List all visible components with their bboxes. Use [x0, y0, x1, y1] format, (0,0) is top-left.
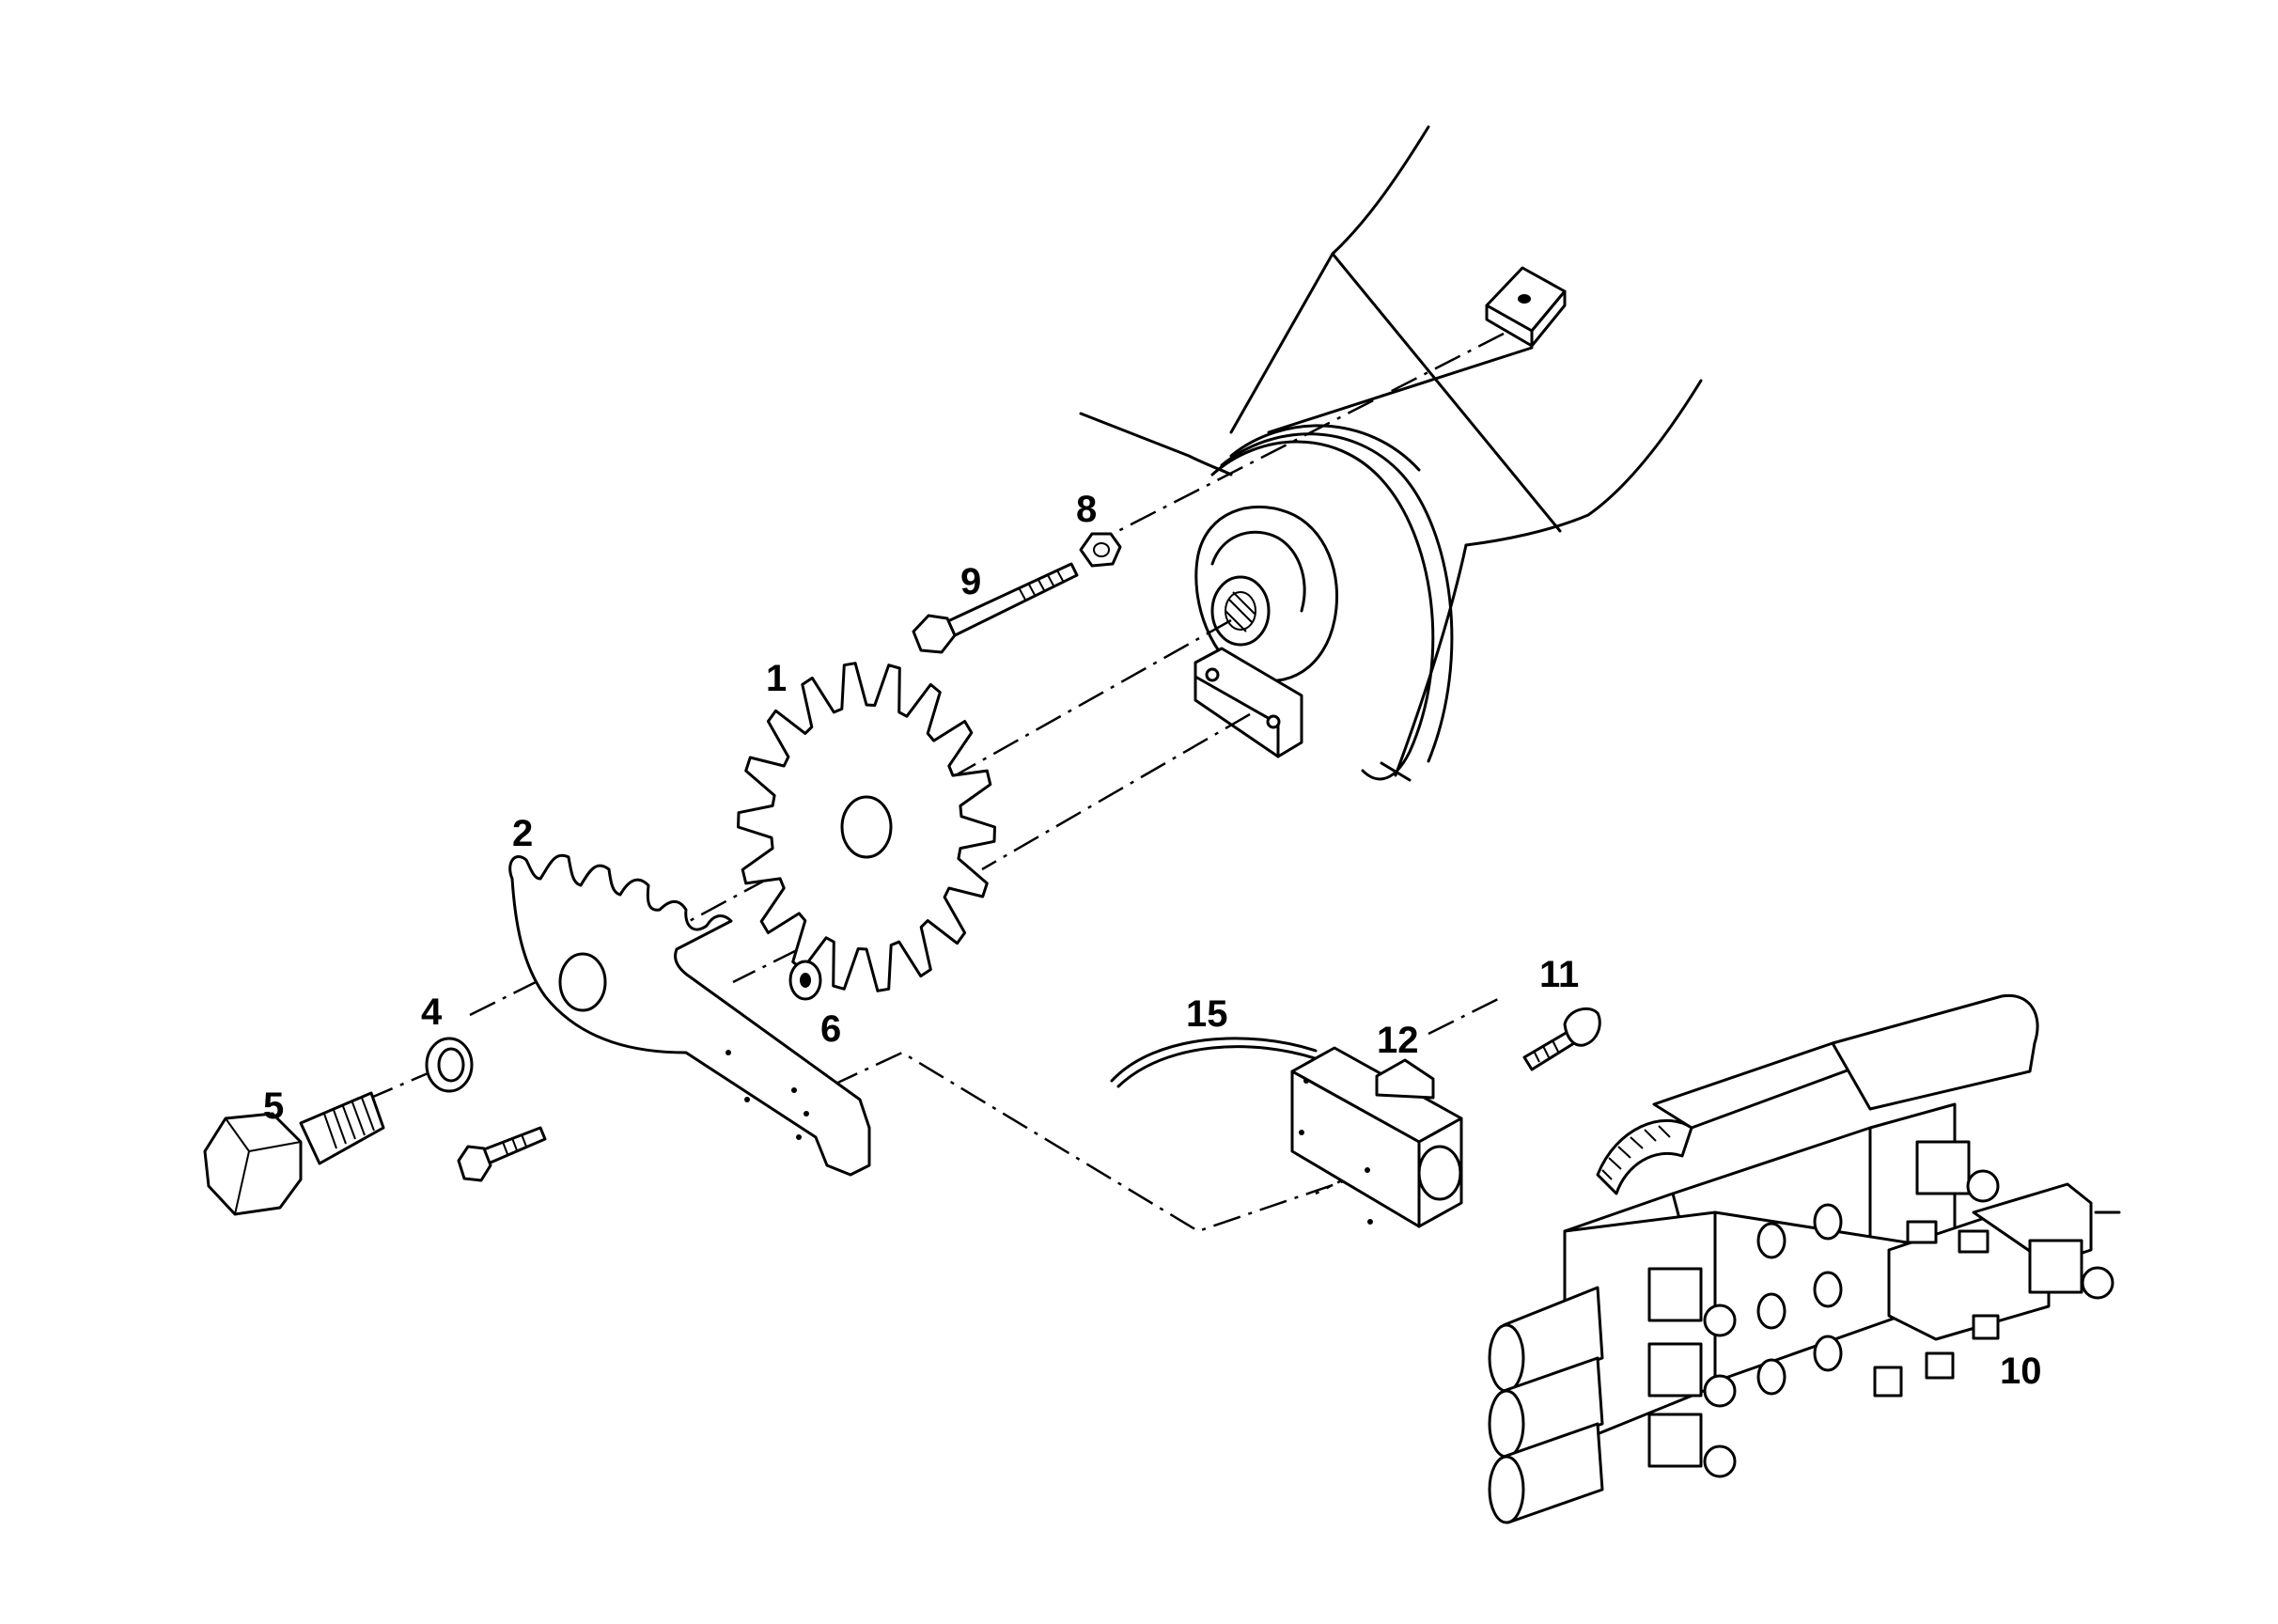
- callout-1: 1: [766, 658, 787, 699]
- callout-4: 4: [421, 992, 443, 1033]
- callout-10: 10: [2000, 1351, 2042, 1392]
- callout-9: 9: [960, 561, 981, 602]
- machine-arm-housing: [1079, 125, 1703, 782]
- callout-8: 8: [1076, 489, 1097, 530]
- sprocket-part-1: [737, 662, 996, 992]
- callout-15: 15: [1186, 993, 1228, 1035]
- toothed-plate-part-2: [508, 853, 871, 1177]
- solenoid-coils: [1488, 1286, 1604, 1524]
- washer-part-6: [788, 960, 822, 1001]
- callout-12: 12: [1377, 1020, 1419, 1061]
- valve-ports: [1756, 1203, 1843, 1396]
- hex-bolt-part-5: [203, 1091, 385, 1216]
- sensor-part-12: [1290, 1046, 1463, 1228]
- hydraulic-valve-part-10: [1488, 993, 2121, 1524]
- callout-6: 6: [820, 1008, 841, 1050]
- cap-screw-part-11: [1522, 1007, 1601, 1071]
- cable-part-15: [1110, 1037, 1322, 1088]
- valve-fittings: [1873, 1210, 2121, 1398]
- callout-2: 2: [512, 813, 533, 854]
- mounting-bracket: [1194, 647, 1303, 758]
- callout-labels: 1 2 4 5 6 8 9 10 11 12 15: [263, 489, 2042, 1392]
- callout-5: 5: [263, 1085, 284, 1127]
- bolt-part-9: [912, 562, 1079, 654]
- small-bolt: [457, 1126, 547, 1182]
- callout-11: 11: [1539, 954, 1579, 995]
- washer-part-4: [425, 1037, 474, 1093]
- valve-connectors: [1647, 1140, 2114, 1478]
- nut-part-8: [1079, 532, 1122, 568]
- spacer-block: [1485, 266, 1567, 348]
